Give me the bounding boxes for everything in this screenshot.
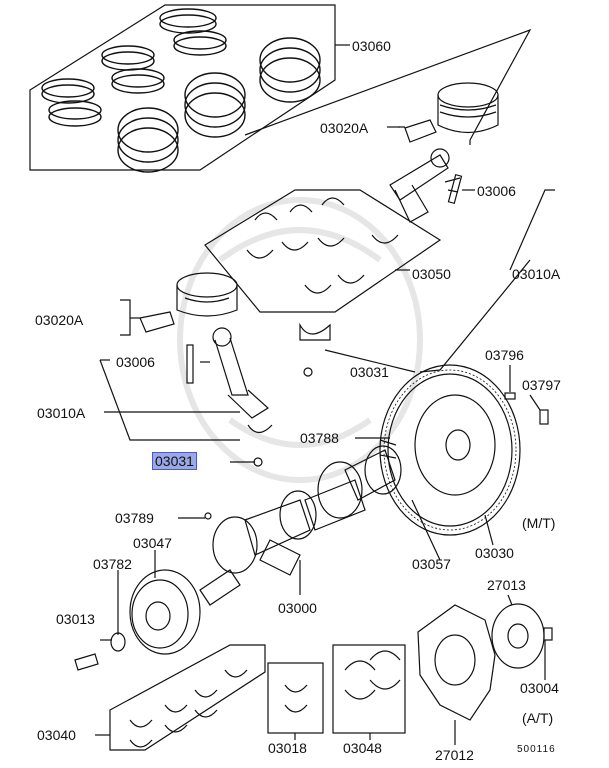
label-03006-left[interactable]: 03006 — [116, 354, 155, 370]
label-03018[interactable]: 03018 — [268, 740, 307, 756]
label-27012[interactable]: 27012 — [435, 747, 474, 763]
bearing-set-box — [204, 189, 442, 313]
label-at: (A/T) — [522, 710, 554, 726]
label-03031-selected[interactable]: 03031 — [152, 452, 197, 470]
watermark-logo — [177, 197, 423, 483]
flywheel — [379, 364, 549, 536]
label-03789[interactable]: 03789 — [115, 510, 154, 526]
crank-pulley — [74, 569, 201, 671]
conrod-upper — [389, 148, 463, 223]
label-03000[interactable]: 03000 — [278, 600, 317, 616]
label-03020a-top[interactable]: 03020A — [320, 120, 369, 136]
label-03048[interactable]: 03048 — [343, 740, 382, 756]
label-03796[interactable]: 03796 — [485, 347, 524, 363]
piston-left — [139, 272, 238, 333]
thrust-washer-box — [332, 644, 406, 734]
drive-plate — [417, 603, 553, 721]
label-03050[interactable]: 03050 — [412, 266, 451, 282]
label-03020a-left[interactable]: 03020A — [35, 312, 84, 328]
label-03040[interactable]: 03040 — [37, 727, 76, 743]
thrust-bearing-box — [267, 662, 324, 734]
piston-ring-set-box — [29, 4, 336, 173]
crankshaft — [199, 445, 402, 606]
label-03030[interactable]: 03030 — [475, 545, 514, 561]
label-03013[interactable]: 03013 — [56, 611, 95, 627]
label-03788[interactable]: 03788 — [300, 430, 339, 446]
label-03004[interactable]: 03004 — [520, 680, 559, 696]
label-03010a-right[interactable]: 03010A — [512, 266, 561, 282]
piston-upper — [404, 82, 499, 143]
leader-lines — [95, 28, 555, 745]
label-03797[interactable]: 03797 — [522, 377, 561, 393]
label-03057[interactable]: 03057 — [412, 556, 451, 572]
label-03782[interactable]: 03782 — [93, 556, 132, 572]
label-03010a-left[interactable]: 03010A — [37, 405, 86, 421]
label-03031-right[interactable]: 03031 — [350, 364, 389, 380]
label-03047[interactable]: 03047 — [133, 535, 172, 551]
label-03006-top[interactable]: 03006 — [477, 183, 516, 199]
label-03060[interactable]: 03060 — [352, 38, 391, 54]
label-27013[interactable]: 27013 — [487, 577, 526, 593]
diagram-id: 500116 — [517, 744, 556, 755]
label-mt: (M/T) — [522, 515, 556, 531]
main-bearing-box — [109, 644, 266, 751]
conrod-left — [186, 322, 331, 467]
